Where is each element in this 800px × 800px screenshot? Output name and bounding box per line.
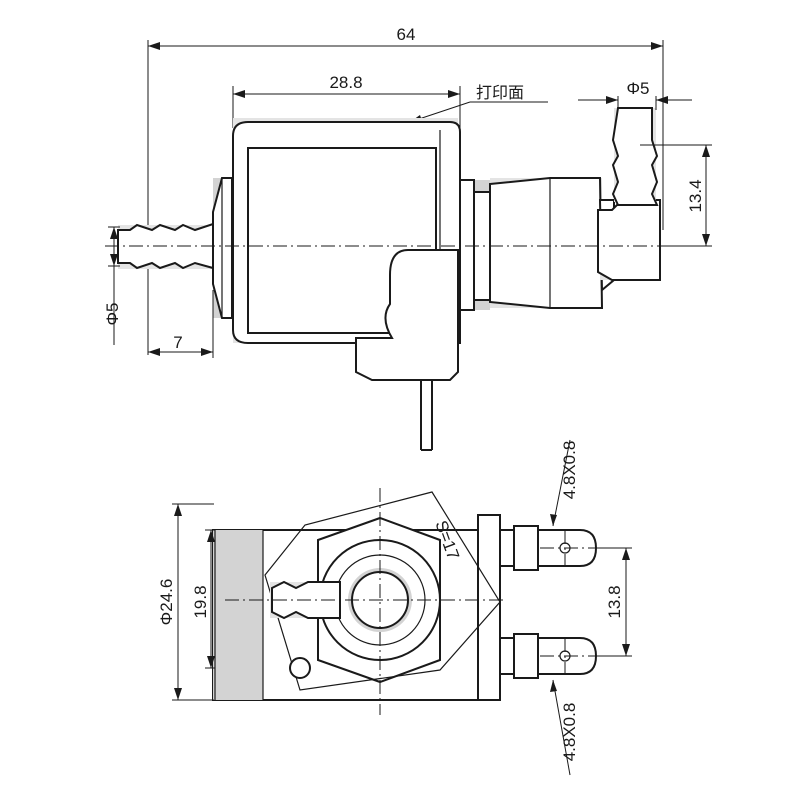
dim-terminal-top-label: 4.8X0.8 xyxy=(560,441,579,500)
dim-inlet-diameter-label: Φ5 xyxy=(103,302,122,325)
dim-overall-length: 64 xyxy=(147,25,664,355)
print-surface-label: 打印面 xyxy=(476,83,524,102)
dim-outlet-diameter: Φ5 xyxy=(578,79,692,110)
dim-outlet-diameter-label: Φ5 xyxy=(626,79,649,98)
dim-overall-length-label: 64 xyxy=(397,25,416,44)
dim-body-length-label: 28.8 xyxy=(329,73,362,92)
dim-inlet-diameter: Φ5 xyxy=(103,226,122,345)
side-view: 64 28.8 打印面 xyxy=(103,25,712,451)
dim-terminal-top: 4.8X0.8 xyxy=(550,439,579,527)
dim-body-height: 19.8 xyxy=(191,529,215,669)
terminal-pin xyxy=(420,380,433,451)
outlet-assembly xyxy=(459,107,661,311)
front-flange xyxy=(212,177,233,319)
coil-housing xyxy=(232,118,461,381)
dim-body-length: 28.8 xyxy=(232,73,461,128)
dim-body-diameter: Φ24.6 xyxy=(157,503,214,701)
dim-inlet-length: 7 xyxy=(148,290,214,358)
hex-outline-rotated xyxy=(264,491,501,691)
dim-outlet-offset: 13.4 xyxy=(640,144,712,247)
dim-terminal-spacing: 13.8 xyxy=(596,547,632,657)
dim-terminal-bottom: 4.8X0.8 xyxy=(550,679,579,776)
end-view: S=17 4.8X0.8 4.8X0.8 13.8 xyxy=(157,439,632,776)
dim-outlet-offset-label: 13.4 xyxy=(686,179,705,212)
dim-terminal-spacing-label: 13.8 xyxy=(605,585,624,618)
print-surface-callout: 打印面 xyxy=(409,83,548,123)
dim-terminal-bottom-label: 4.8X0.8 xyxy=(560,703,579,762)
screw-hole xyxy=(289,657,311,679)
dim-body-height-label: 19.8 xyxy=(191,585,210,618)
dim-inlet-length-label: 7 xyxy=(173,333,182,352)
dim-body-diameter-label: Φ24.6 xyxy=(157,579,176,626)
